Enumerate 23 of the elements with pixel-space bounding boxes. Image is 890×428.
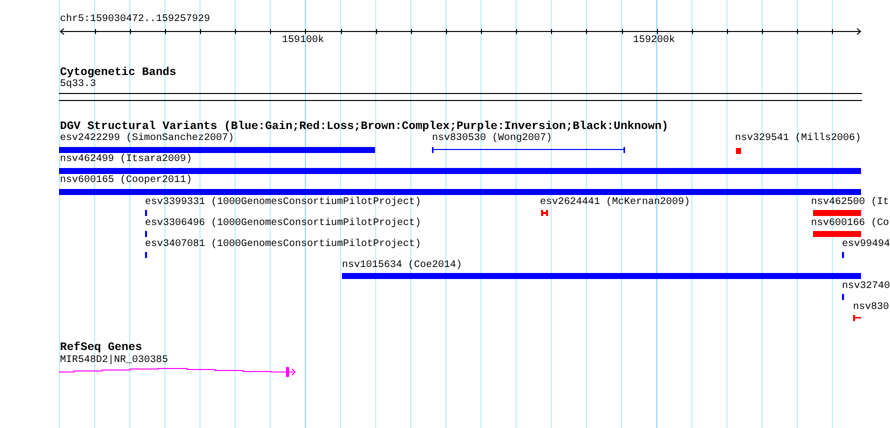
band-label: 5q33.3 [60,79,96,91]
feature-label: nsv830530 (Wong2007) [432,133,552,145]
feature-label: nsv462499 (Itsara2009) [60,154,192,166]
feature-label: esv3407081 (1000GenomesConsortiumPilotProject) [145,239,422,251]
feature-label: nsv32740 [842,281,890,293]
track-title: Cytogenetic Bands [60,67,176,79]
feature-label: nsv830 [853,302,890,314]
feature-label: nsv462500 (It [811,197,890,209]
coordinate-label: chr5:159030472..159257929 [60,14,210,26]
track-title: RefSeq Genes [60,342,142,354]
feature-label: esv3306496 (1000GenomesConsortiumPilotProject) [145,218,422,230]
tick-label: 159200k [633,35,676,47]
feature-label: esv2624441 (McKernan2009) [540,197,690,209]
track-title: DGV Structural Variants (Blue:Gain;Red:Loss;Brown:Complex;Purple:Inversion;Black:Unknown) [60,121,668,133]
feature-label: esv3399331 (1000GenomesConsortiumPilotProject) [145,197,422,209]
feature-label: esv99494 [842,239,890,251]
tick-label: 159100k [282,35,324,47]
feature-label: esv2422299 (SimonSanchez2007) [60,133,234,145]
feature-label: nsv600166 (Co [811,218,890,230]
feature-label: nsv600165 (Cooper2011) [60,175,192,187]
feature-label: nsv329541 (Mills2006) [735,133,862,145]
gene-label: MIR548D2|NR_030385 [60,355,168,367]
feature-label: nsv1015634 (Coe2014) [342,260,462,272]
